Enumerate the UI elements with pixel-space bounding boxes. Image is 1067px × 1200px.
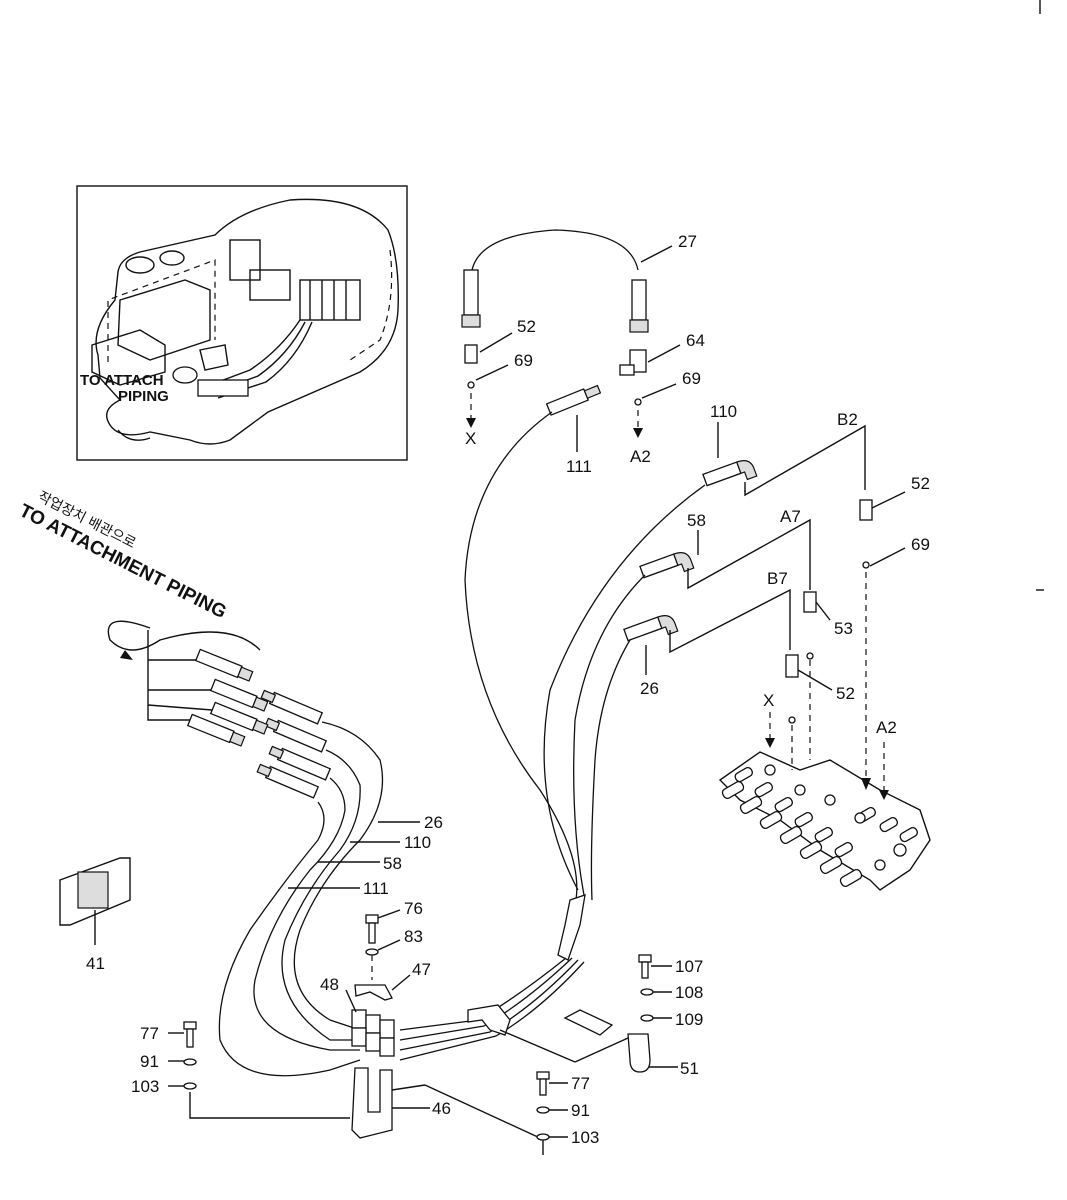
leaders-top (475, 245, 719, 458)
bracket-46 (351, 1067, 541, 1139)
clip-51 (627, 1033, 678, 1073)
callout-108: 108 (675, 983, 703, 1002)
callout-69: 69 (911, 535, 930, 554)
left-hardware (168, 1021, 350, 1119)
callout-64: 64 (686, 331, 705, 350)
hose-bundle (399, 411, 706, 1061)
callout-labels: 27 52 69 64 69 X A2 111 110 B2 52 69 58 … (86, 232, 930, 1147)
bracket-clamp (467, 1004, 629, 1063)
fitting-111 (545, 384, 602, 416)
callout-69: 69 (514, 351, 533, 370)
callout-109: 109 (675, 1010, 703, 1029)
inset-label-line2: PIPING (118, 388, 169, 405)
callout-47: 47 (412, 960, 431, 979)
fitting-110 (702, 460, 758, 487)
washer-83 (365, 939, 401, 980)
b7-stack (785, 654, 833, 770)
control-valve (718, 751, 931, 891)
callout-77: 77 (571, 1074, 590, 1093)
callout-41: 41 (86, 954, 105, 973)
port-x-valve: X (763, 691, 774, 710)
left-connectors (256, 689, 332, 799)
callout-58: 58 (383, 854, 402, 873)
port-a2-valve: A2 (876, 718, 897, 737)
callout-46: 46 (432, 1099, 451, 1118)
port-lines (669, 424, 866, 654)
port-a7: A7 (780, 507, 801, 526)
callout-111: 111 (363, 879, 389, 898)
callout-111: 111 (566, 457, 592, 476)
port-b7: B7 (767, 569, 788, 588)
callout-103: 103 (131, 1077, 159, 1096)
port-b2: B2 (837, 410, 858, 429)
inset-frame (76, 185, 408, 461)
callout-53: 53 (834, 619, 853, 638)
port-a2-top: A2 (630, 447, 651, 466)
callout-52: 52 (517, 317, 536, 336)
callout-77: 77 (140, 1024, 159, 1043)
clamp-block-48 (345, 989, 395, 1057)
callout-76: 76 (404, 899, 423, 918)
callout-52: 52 (911, 474, 930, 493)
clamp-47 (354, 974, 411, 1001)
a7-stack (803, 591, 831, 760)
leaders-hoses (288, 530, 699, 889)
hose-27-loop (471, 229, 639, 271)
attachment-plugs (107, 620, 269, 747)
callout-110: 110 (404, 833, 431, 852)
fitting-26 (623, 615, 679, 642)
plate-41 (59, 857, 131, 945)
bolt-76 (365, 909, 401, 944)
callout-48: 48 (320, 975, 339, 994)
callout-52: 52 (836, 684, 855, 703)
callout-110: 110 (710, 402, 737, 421)
left-hoses (218, 721, 384, 1077)
callout-58: 58 (687, 511, 706, 530)
inset-label-line1: TO ATTACH (80, 372, 164, 389)
callout-91: 91 (571, 1101, 590, 1120)
bottom-hardware (536, 1071, 568, 1155)
right-hardware (638, 954, 672, 1022)
callout-107: 107 (675, 957, 703, 976)
fitting-left-top (461, 269, 481, 428)
side-title-english: TO ATTACHMENT PIPING (16, 500, 230, 623)
fitting-right-top (619, 279, 649, 438)
side-title: 작업장치 배관으로 TO ATTACHMENT PIPING (16, 489, 230, 623)
callout-27: 27 (678, 232, 697, 251)
callout-103: 103 (571, 1128, 599, 1147)
callout-26: 26 (424, 813, 443, 832)
port-x-top: X (465, 429, 476, 448)
callout-69: 69 (682, 369, 701, 388)
callout-91: 91 (140, 1052, 159, 1071)
callout-26: 26 (640, 679, 659, 698)
callout-83: 83 (404, 927, 423, 946)
inset-overview: TO ATTACH PIPING (76, 185, 408, 461)
b2-stack (859, 491, 906, 790)
callout-51: 51 (680, 1059, 699, 1078)
fitting-58 (639, 552, 695, 579)
